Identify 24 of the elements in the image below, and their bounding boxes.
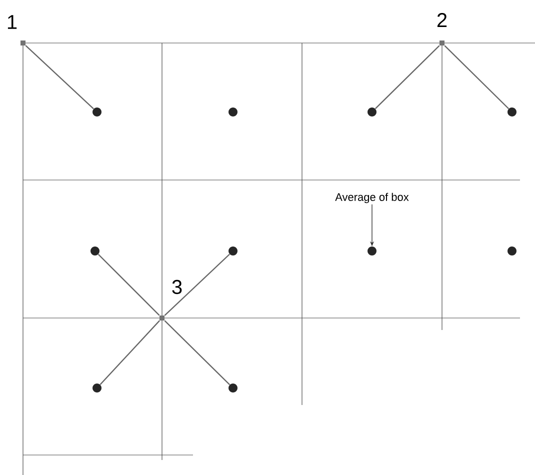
connector-line <box>164 254 230 316</box>
dot <box>228 246 238 256</box>
connector-line <box>374 45 440 110</box>
dot <box>368 246 376 256</box>
dot <box>368 108 376 116</box>
connector-line <box>98 254 160 316</box>
dot <box>228 108 238 116</box>
dot <box>90 246 100 256</box>
connector-line <box>25 45 94 110</box>
connector-line <box>164 320 230 386</box>
dot <box>228 384 238 392</box>
connector-line <box>100 320 160 385</box>
grid-point <box>440 40 444 46</box>
point-number: 1 <box>8 15 17 29</box>
connector-line <box>444 45 510 110</box>
dot <box>92 384 102 392</box>
point-number: 3 <box>172 280 182 294</box>
dot <box>92 108 102 116</box>
dot <box>508 108 516 116</box>
grid-point <box>20 40 26 46</box>
dot <box>508 246 516 256</box>
grid-point <box>160 316 164 320</box>
point-number: 2 <box>437 13 447 27</box>
text-label: Average of box <box>335 192 409 204</box>
